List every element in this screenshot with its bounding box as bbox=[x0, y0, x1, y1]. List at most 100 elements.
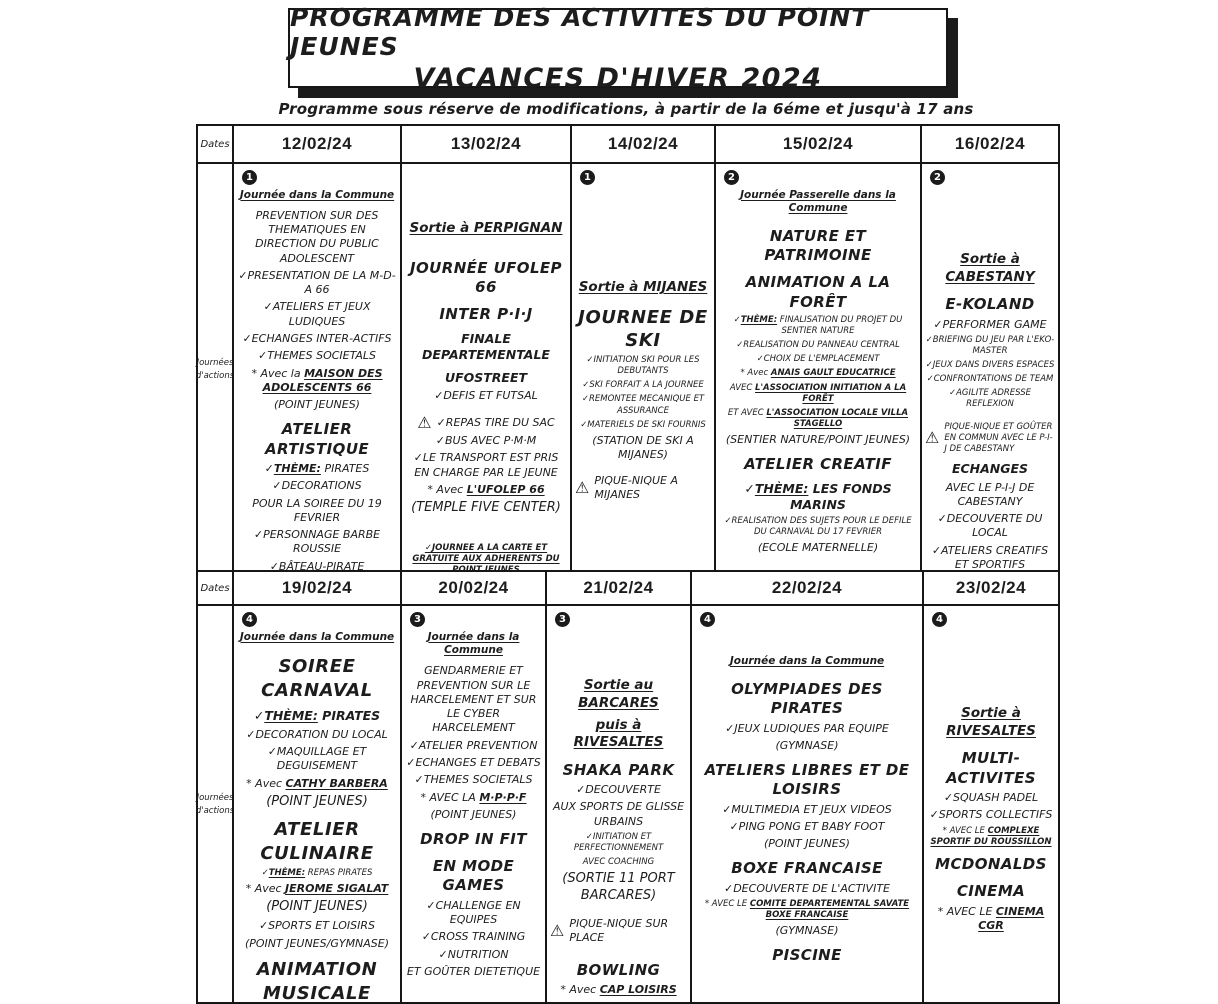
activity-line: (ECOLE MATERNELLE) bbox=[757, 541, 879, 555]
day-number-badge: 3 bbox=[410, 612, 425, 627]
activity-line: ✓DECOUVERTE DU LOCAL bbox=[937, 512, 1043, 540]
activity-line: (POINT JEUNES) bbox=[266, 793, 368, 809]
activity-line: ATELIER CREATIF bbox=[744, 454, 892, 473]
activity-line: (POINT JEUNES/GYMNASE) bbox=[244, 936, 390, 950]
activity-line: (GYMNASE) bbox=[775, 924, 839, 938]
activity-line: AVEC LE P-I-J DE CABESTANY bbox=[945, 480, 1035, 508]
underlined-text: L'UFOLEP 66 bbox=[466, 482, 545, 496]
activity-line: ATELIERS LIBRES ET DE LOISIRS bbox=[704, 760, 910, 799]
underlined-text: THÈME: bbox=[264, 708, 318, 724]
date-header: 20/02/24 bbox=[402, 572, 547, 604]
warning-icon: ⚠ bbox=[417, 413, 432, 433]
activity-line: * Avec CATHY BARBERA bbox=[246, 776, 388, 790]
activity-line: ✓DECORATIONS bbox=[272, 479, 362, 493]
activity-line: ✓SKI FORFAIT A LA JOURNEE bbox=[582, 380, 704, 391]
date-header: 13/02/24 bbox=[402, 126, 572, 162]
underlined-text: COMITE DEPARTEMENTAL SAVATE BOXE FRANCAI… bbox=[749, 898, 910, 920]
activity-line: * Avec la MAISON DES ADOLESCENTS 66 bbox=[251, 366, 383, 394]
activity-line: ⚠PIQUE-NIQUE A MIJANES bbox=[575, 473, 679, 501]
activity-line: ⚠✓REPAS TIRE DU SAC bbox=[417, 413, 555, 433]
row-label: Journées d'actions bbox=[196, 606, 234, 1004]
scanned-program-page: PROGRAMME DES ACTIVITES DU POINT JEUNES … bbox=[196, 3, 1060, 1004]
activity-line: ⚠PIQUE-NIQUE ET GOÛTER EN COMMUN AVEC LE… bbox=[925, 421, 1053, 454]
day-number-badge: 1 bbox=[580, 170, 595, 185]
activity-line: CINEMA bbox=[956, 882, 1026, 901]
activity-line: ✓REALISATION DES SUJETS POUR LE DEFILE D… bbox=[724, 516, 912, 538]
activity-line: Journée dans la Commune bbox=[239, 630, 395, 643]
activity-line: ✓NUTRITION bbox=[438, 947, 509, 961]
activity-line: * AVEC LE CINEMA CGR bbox=[937, 904, 1045, 933]
title-banner: PROGRAMME DES ACTIVITES DU POINT JEUNES … bbox=[288, 3, 948, 94]
activity-line: * Avec CAP LOISIRS bbox=[560, 983, 677, 997]
underlined-text: L'ASSOCIATION LOCALE VILLA STAGELLO bbox=[766, 407, 909, 429]
activity-line: ET AVEC L'ASSOCIATION LOCALE VILLA STAGE… bbox=[727, 407, 909, 429]
day-number-badge: 4 bbox=[700, 612, 715, 627]
underlined-text: COMPLEXE SPORTIF DU ROUSSILLON bbox=[930, 825, 1052, 847]
activity-line: (STATION DE SKI A MIJANES) bbox=[592, 433, 694, 461]
activity-line: ✓DECOUVERTE DE L'ACTIVITE bbox=[724, 881, 890, 895]
activity-line: ✓THÈME: LES FONDS MARINS bbox=[744, 480, 892, 512]
activity-line: Sortie à PERPIGNAN bbox=[409, 220, 563, 236]
activity-line: Sortie à MIJANES bbox=[578, 279, 708, 295]
activity-line: Journée dans la Commune bbox=[729, 655, 885, 667]
underlined-text: L'ASSOCIATION INITIATION A LA FORÊT bbox=[755, 382, 907, 404]
activity-line: Journée Passerelle dans la Commune bbox=[740, 188, 896, 215]
activity-line: puis à RIVESALTES bbox=[573, 716, 664, 751]
warning-icon: ⚠ bbox=[925, 428, 940, 448]
activity-line: (SORTIE 11 PORT BARCARES) bbox=[562, 871, 675, 904]
activity-line: ET GOÛTER DIETETIQUE bbox=[406, 964, 541, 978]
activity-line: MCDONALDS bbox=[935, 855, 1047, 874]
date-header: 19/02/24 bbox=[234, 572, 402, 604]
activity-line: ✓BRIEFING DU JEU PAR L'EKO-MASTER bbox=[925, 334, 1055, 356]
activity-line: ✓INITIATION ET PERFECTIONNEMENT bbox=[573, 832, 664, 854]
activity-line: ⚠PIQUE-NIQUE SUR PLACE bbox=[550, 916, 669, 944]
activity-line: ✓PING PONG ET BABY FOOT bbox=[729, 820, 885, 834]
activity-line: * AVEC LA M·P·P·F bbox=[420, 790, 527, 804]
activity-line: ✓PERFORMER GAME bbox=[933, 317, 1047, 331]
activity-line: ✓THÈME: FINALISATION DU PROJET DU SENTIE… bbox=[733, 315, 903, 337]
activity-line: FINALE DEPARTEMENTALE bbox=[422, 331, 550, 363]
activity-line: ✓AGILITE ADRESSE REFLEXION bbox=[948, 388, 1032, 410]
dates-label: Dates bbox=[198, 126, 234, 162]
date-header: 12/02/24 bbox=[234, 126, 402, 162]
day-number-badge: 4 bbox=[242, 612, 257, 627]
activity-line: INTER P·I·J bbox=[439, 305, 533, 324]
activity-line: Sortie à RIVESALTES bbox=[946, 705, 1036, 739]
activity-line: Sortie au BARCARES bbox=[578, 677, 659, 711]
activity-line: Journée dans la Commune bbox=[239, 188, 395, 201]
activity-line: ATELIER ARTISTIQUE bbox=[264, 420, 370, 458]
activity-line: E-KOLAND bbox=[945, 295, 1035, 314]
activity-line: AVEC L'ASSOCIATION INITIATION A LA FORÊT bbox=[729, 382, 907, 404]
date-header: 14/02/24 bbox=[572, 126, 716, 162]
activity-line: ✓THEMES SOCIETALS bbox=[414, 773, 533, 787]
date-header: 15/02/24 bbox=[716, 126, 922, 162]
activity-line: SHAKA PARK bbox=[562, 760, 675, 779]
activity-line: * AVEC LE COMPLEXE SPORTIF DU ROUSSILLON bbox=[930, 825, 1052, 847]
activity-line: ✓THÈME: PIRATES bbox=[253, 708, 381, 724]
activity-line: GENDARMERIE ET PREVENTION SUR LE HARCELE… bbox=[410, 664, 537, 735]
warning-icon: ⚠ bbox=[575, 478, 590, 497]
activity-line: ✓SQUASH PADEL bbox=[943, 791, 1039, 805]
underlined-text: THÈME: bbox=[268, 868, 306, 879]
activity-line: * AVEC LE COMITE DEPARTEMENTAL SAVATE BO… bbox=[704, 898, 910, 920]
date-header: 16/02/24 bbox=[954, 134, 1026, 153]
activity-line: * Avec ANAIS GAULT EDUCATRICE bbox=[740, 368, 896, 379]
activity-line: (POINT JEUNES) bbox=[764, 837, 850, 851]
activity-line: ✓ATELIER PREVENTION bbox=[409, 738, 538, 752]
date-header: 21/02/24 bbox=[547, 572, 692, 604]
activity-line: (TEMPLE FIVE CENTER) bbox=[411, 500, 561, 516]
underlined-text: JEROME SIGALAT bbox=[285, 882, 389, 896]
activity-line: (POINT JEUNES) bbox=[430, 807, 517, 821]
activity-line: ✓SPORTS ET LOISIRS bbox=[258, 919, 376, 933]
underlined-text: ANAIS GAULT EDUCATRICE bbox=[770, 368, 896, 379]
underlined-text: THÈME: bbox=[740, 315, 778, 326]
activity-line: (GYMNASE) bbox=[775, 738, 839, 752]
activity-line: ✓MAQUILLAGE ET DEGUISEMENT bbox=[267, 744, 367, 773]
activity-line: ✓THÈME: REPAS PIRATES bbox=[261, 868, 373, 879]
